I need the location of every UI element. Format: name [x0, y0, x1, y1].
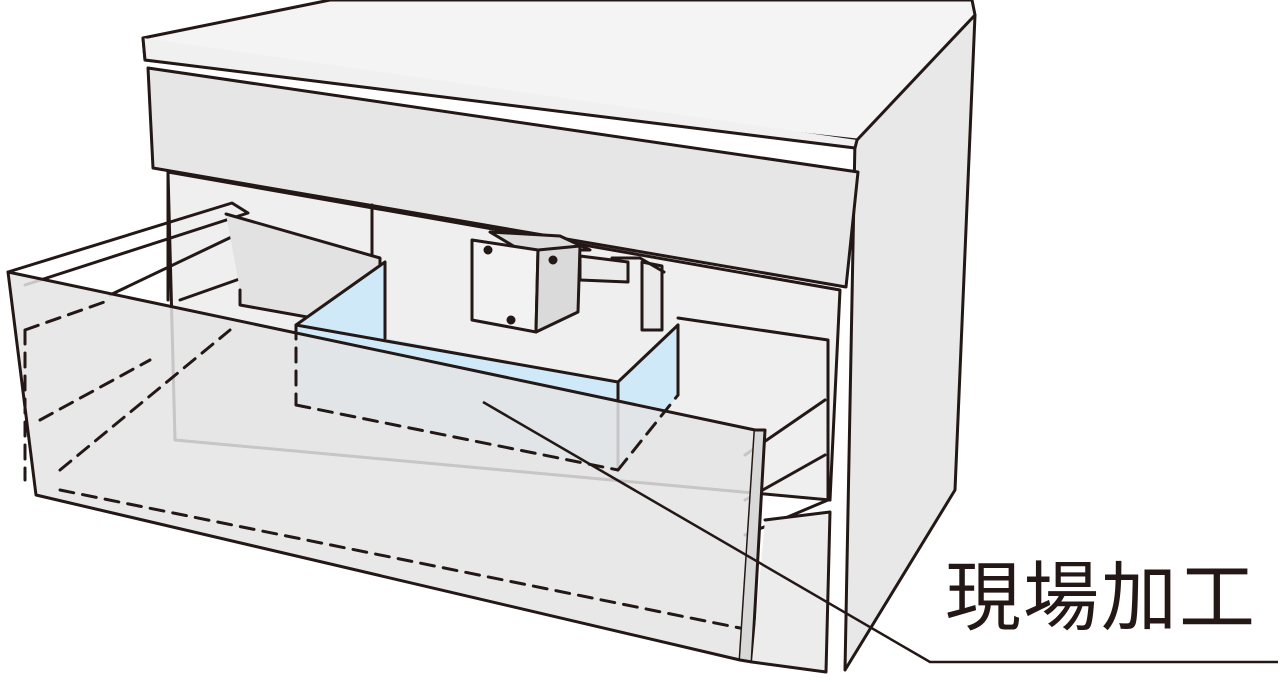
cabinet-base-strip	[750, 510, 832, 674]
drawer-right-rail	[676, 316, 830, 537]
countertop-front-edge	[141, 36, 859, 150]
drawer-left-rail	[6, 201, 250, 302]
cutout-notch-outline	[294, 260, 680, 472]
drain-trap-unit	[470, 230, 666, 334]
callout-label: 現場加工	[945, 553, 1257, 642]
hidden-cutout-edges	[294, 323, 680, 472]
upper-drawer-front	[146, 66, 860, 289]
hidden-drawer-box-left	[23, 298, 232, 482]
drawer-front-edge	[738, 428, 767, 664]
callout-leader-line	[482, 400, 1278, 664]
hidden-drawer-bottom	[58, 488, 742, 630]
